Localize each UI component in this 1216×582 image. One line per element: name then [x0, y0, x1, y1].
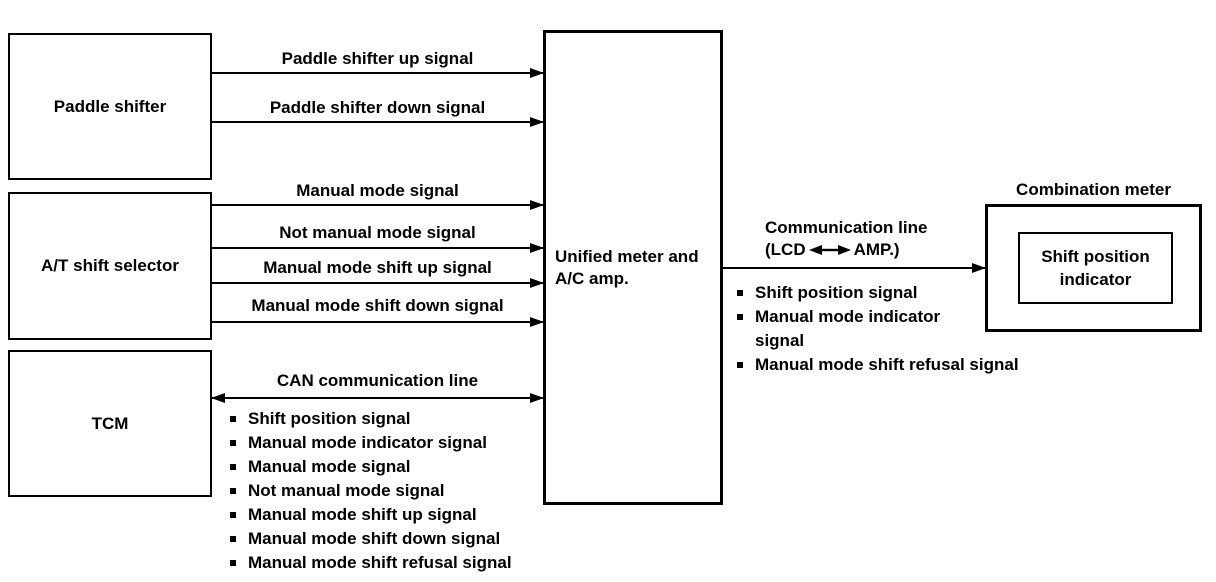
box-unified-meter-ac-amp: Unified meter and A/C amp. [543, 30, 723, 505]
label-lcd-open: (LCD [765, 240, 806, 259]
box-paddle-shifter: Paddle shifter [8, 33, 212, 180]
box-paddle-shifter-label: Paddle shifter [53, 96, 167, 116]
list-item: Manual mode shift down signal [228, 527, 512, 551]
label-can-communication-line: CAN communication line [276, 371, 479, 390]
list-item: Manual mode shift up signal [228, 503, 512, 527]
box-combination-meter: Shift position indicator [985, 204, 1202, 332]
box-at-shift-selector-label: A/T shift selector [41, 256, 179, 275]
box-tcm: TCM [8, 350, 212, 497]
label-manual-mode-shift-up-signal: Manual mode shift up signal [263, 258, 492, 277]
bullet-icon [230, 440, 236, 446]
bullet-icon [737, 290, 743, 296]
arrow-manual-mode-shift-down-signal [212, 317, 544, 327]
can-signal-list: Shift position signal Manual mode indica… [228, 407, 512, 575]
bullet-icon [737, 314, 743, 320]
bullet-icon [230, 536, 236, 542]
arrow-paddle-down-signal [212, 117, 544, 127]
list-item-label: Shift position signal [248, 409, 411, 428]
list-item-label: Shift position signal [755, 283, 918, 302]
list-item: Manual mode signal [228, 455, 512, 479]
bullet-icon [230, 488, 236, 494]
label-paddle-shifter-up-signal: Paddle shifter up signal [281, 49, 474, 68]
label-lcd-amp: (LCD AMP.) [765, 240, 900, 260]
list-item-label: Manual mode signal [248, 457, 411, 476]
box-unified-meter-ac-amp-label: Unified meter and A/C amp. [555, 246, 699, 288]
bullet-icon [230, 560, 236, 566]
list-item-label: Manual mode indicator signal [755, 307, 941, 350]
list-item-label: Not manual mode signal [248, 481, 445, 500]
box-tcm-label: TCM [91, 413, 129, 433]
list-item: Manual mode shift refusal signal [228, 551, 512, 575]
label-manual-mode-signal: Manual mode signal [296, 181, 459, 200]
list-item-label: Manual mode shift refusal signal [248, 553, 512, 572]
list-item: Manual mode shift refusal signal [735, 353, 1019, 377]
arrow-can-communication-line [211, 393, 544, 403]
list-item: Not manual mode signal [228, 479, 512, 503]
comm-signal-list: Shift position signal Manual mode indica… [735, 281, 1019, 377]
arrow-not-manual-mode-signal [212, 243, 544, 253]
arrow-manual-mode-shift-up-signal [212, 278, 544, 288]
bullet-icon [230, 512, 236, 518]
bullet-icon [737, 362, 743, 368]
box-shift-position-indicator: Shift position indicator [1018, 232, 1173, 304]
arrow-paddle-up-signal [212, 68, 544, 78]
label-communication-line: Communication line [765, 218, 928, 237]
label-paddle-shifter-down-signal: Paddle shifter down signal [269, 98, 486, 117]
box-shift-position-indicator-label: Shift position indicator [1041, 247, 1150, 289]
list-item-label: Manual mode shift up signal [248, 505, 477, 524]
arrow-manual-mode-signal [212, 200, 544, 210]
list-item-label: Manual mode indicator signal [248, 433, 487, 452]
list-item-label: Manual mode shift down signal [248, 529, 501, 548]
list-item: Manual mode indicator signal [228, 431, 512, 455]
list-item: Manual mode indicator signal [735, 305, 987, 353]
double-arrow-icon [808, 245, 851, 255]
label-manual-mode-shift-down-signal: Manual mode shift down signal [251, 296, 504, 315]
label-amp-close: AMP.) [853, 240, 900, 259]
list-item: Shift position signal [228, 407, 512, 431]
list-item-label: Manual mode shift refusal signal [755, 355, 1019, 374]
bullet-icon [230, 416, 236, 422]
list-item: Shift position signal [735, 281, 1019, 305]
label-not-manual-mode-signal: Not manual mode signal [279, 223, 476, 242]
box-at-shift-selector: A/T shift selector [8, 192, 212, 340]
combination-meter-title: Combination meter [1016, 180, 1171, 199]
bullet-icon [230, 464, 236, 470]
arrow-communication-line-to-combination-meter [723, 263, 986, 273]
